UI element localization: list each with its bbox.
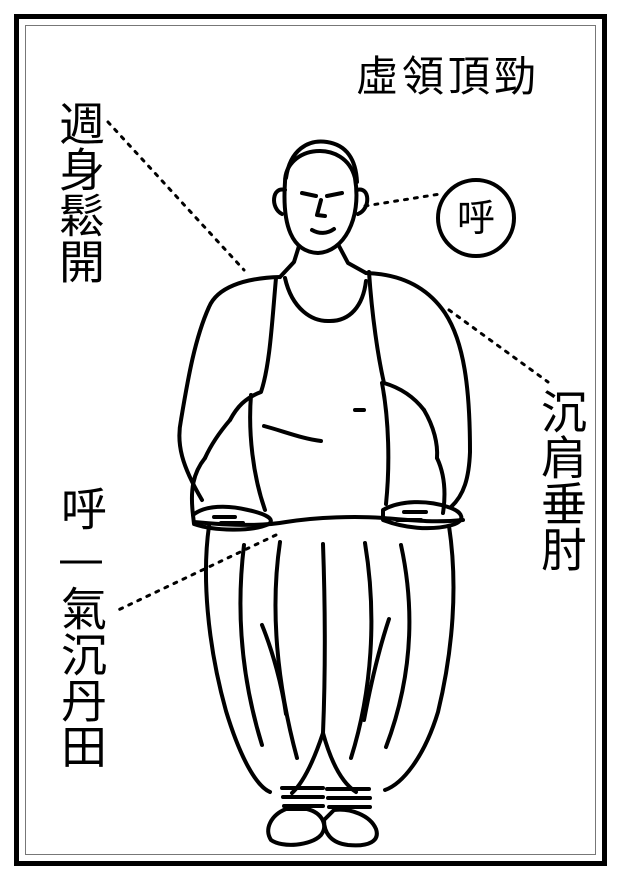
callout-line-relax-body (108, 122, 244, 270)
shoulders-elbows-label: 沉肩垂肘 (536, 388, 586, 572)
dantian-label: 呼—氣沉丹田 (56, 485, 106, 769)
right-shoe (324, 810, 377, 846)
tank-right-strap (369, 272, 424, 410)
pants-fold-2 (275, 542, 297, 758)
pants-fold-1 (240, 545, 262, 745)
breath-circle: 呼 (436, 178, 516, 258)
nose (317, 200, 325, 216)
tank-left-side (250, 395, 265, 510)
tank-left-strap (230, 278, 276, 420)
pants-fold-5 (262, 625, 286, 714)
tank-neckline (285, 278, 366, 321)
left-ankle-wrap (282, 788, 323, 806)
tank-chest-line (264, 426, 321, 441)
right-upper-arm-inner (424, 410, 437, 458)
left-shoe (268, 809, 324, 845)
pants-left-outer (206, 526, 270, 792)
pants-crotch (323, 544, 325, 733)
right-ankle-wrap (327, 789, 370, 807)
pants-right-inner (323, 733, 356, 792)
left-eye (302, 193, 316, 196)
tank-right-side (382, 383, 388, 504)
pants-fold-4 (386, 545, 409, 747)
pants-left-inner (292, 733, 323, 793)
left-forearm (192, 458, 205, 515)
right-ear (357, 190, 367, 214)
left-upper-arm-inner (205, 420, 230, 458)
shoulder-left (179, 277, 280, 500)
relax-body-label: 週身鬆開 (54, 100, 104, 284)
callout-line-dantian (114, 535, 276, 612)
neck-right (339, 246, 366, 273)
mouth (312, 229, 334, 233)
neck-left (280, 246, 299, 277)
pants-fold-3 (351, 543, 371, 758)
callout-line-breath-circle (365, 194, 440, 206)
top-title-label: 虛領頂勁 (356, 52, 540, 102)
right-eye (327, 193, 342, 196)
pants-right-outer (385, 526, 453, 790)
